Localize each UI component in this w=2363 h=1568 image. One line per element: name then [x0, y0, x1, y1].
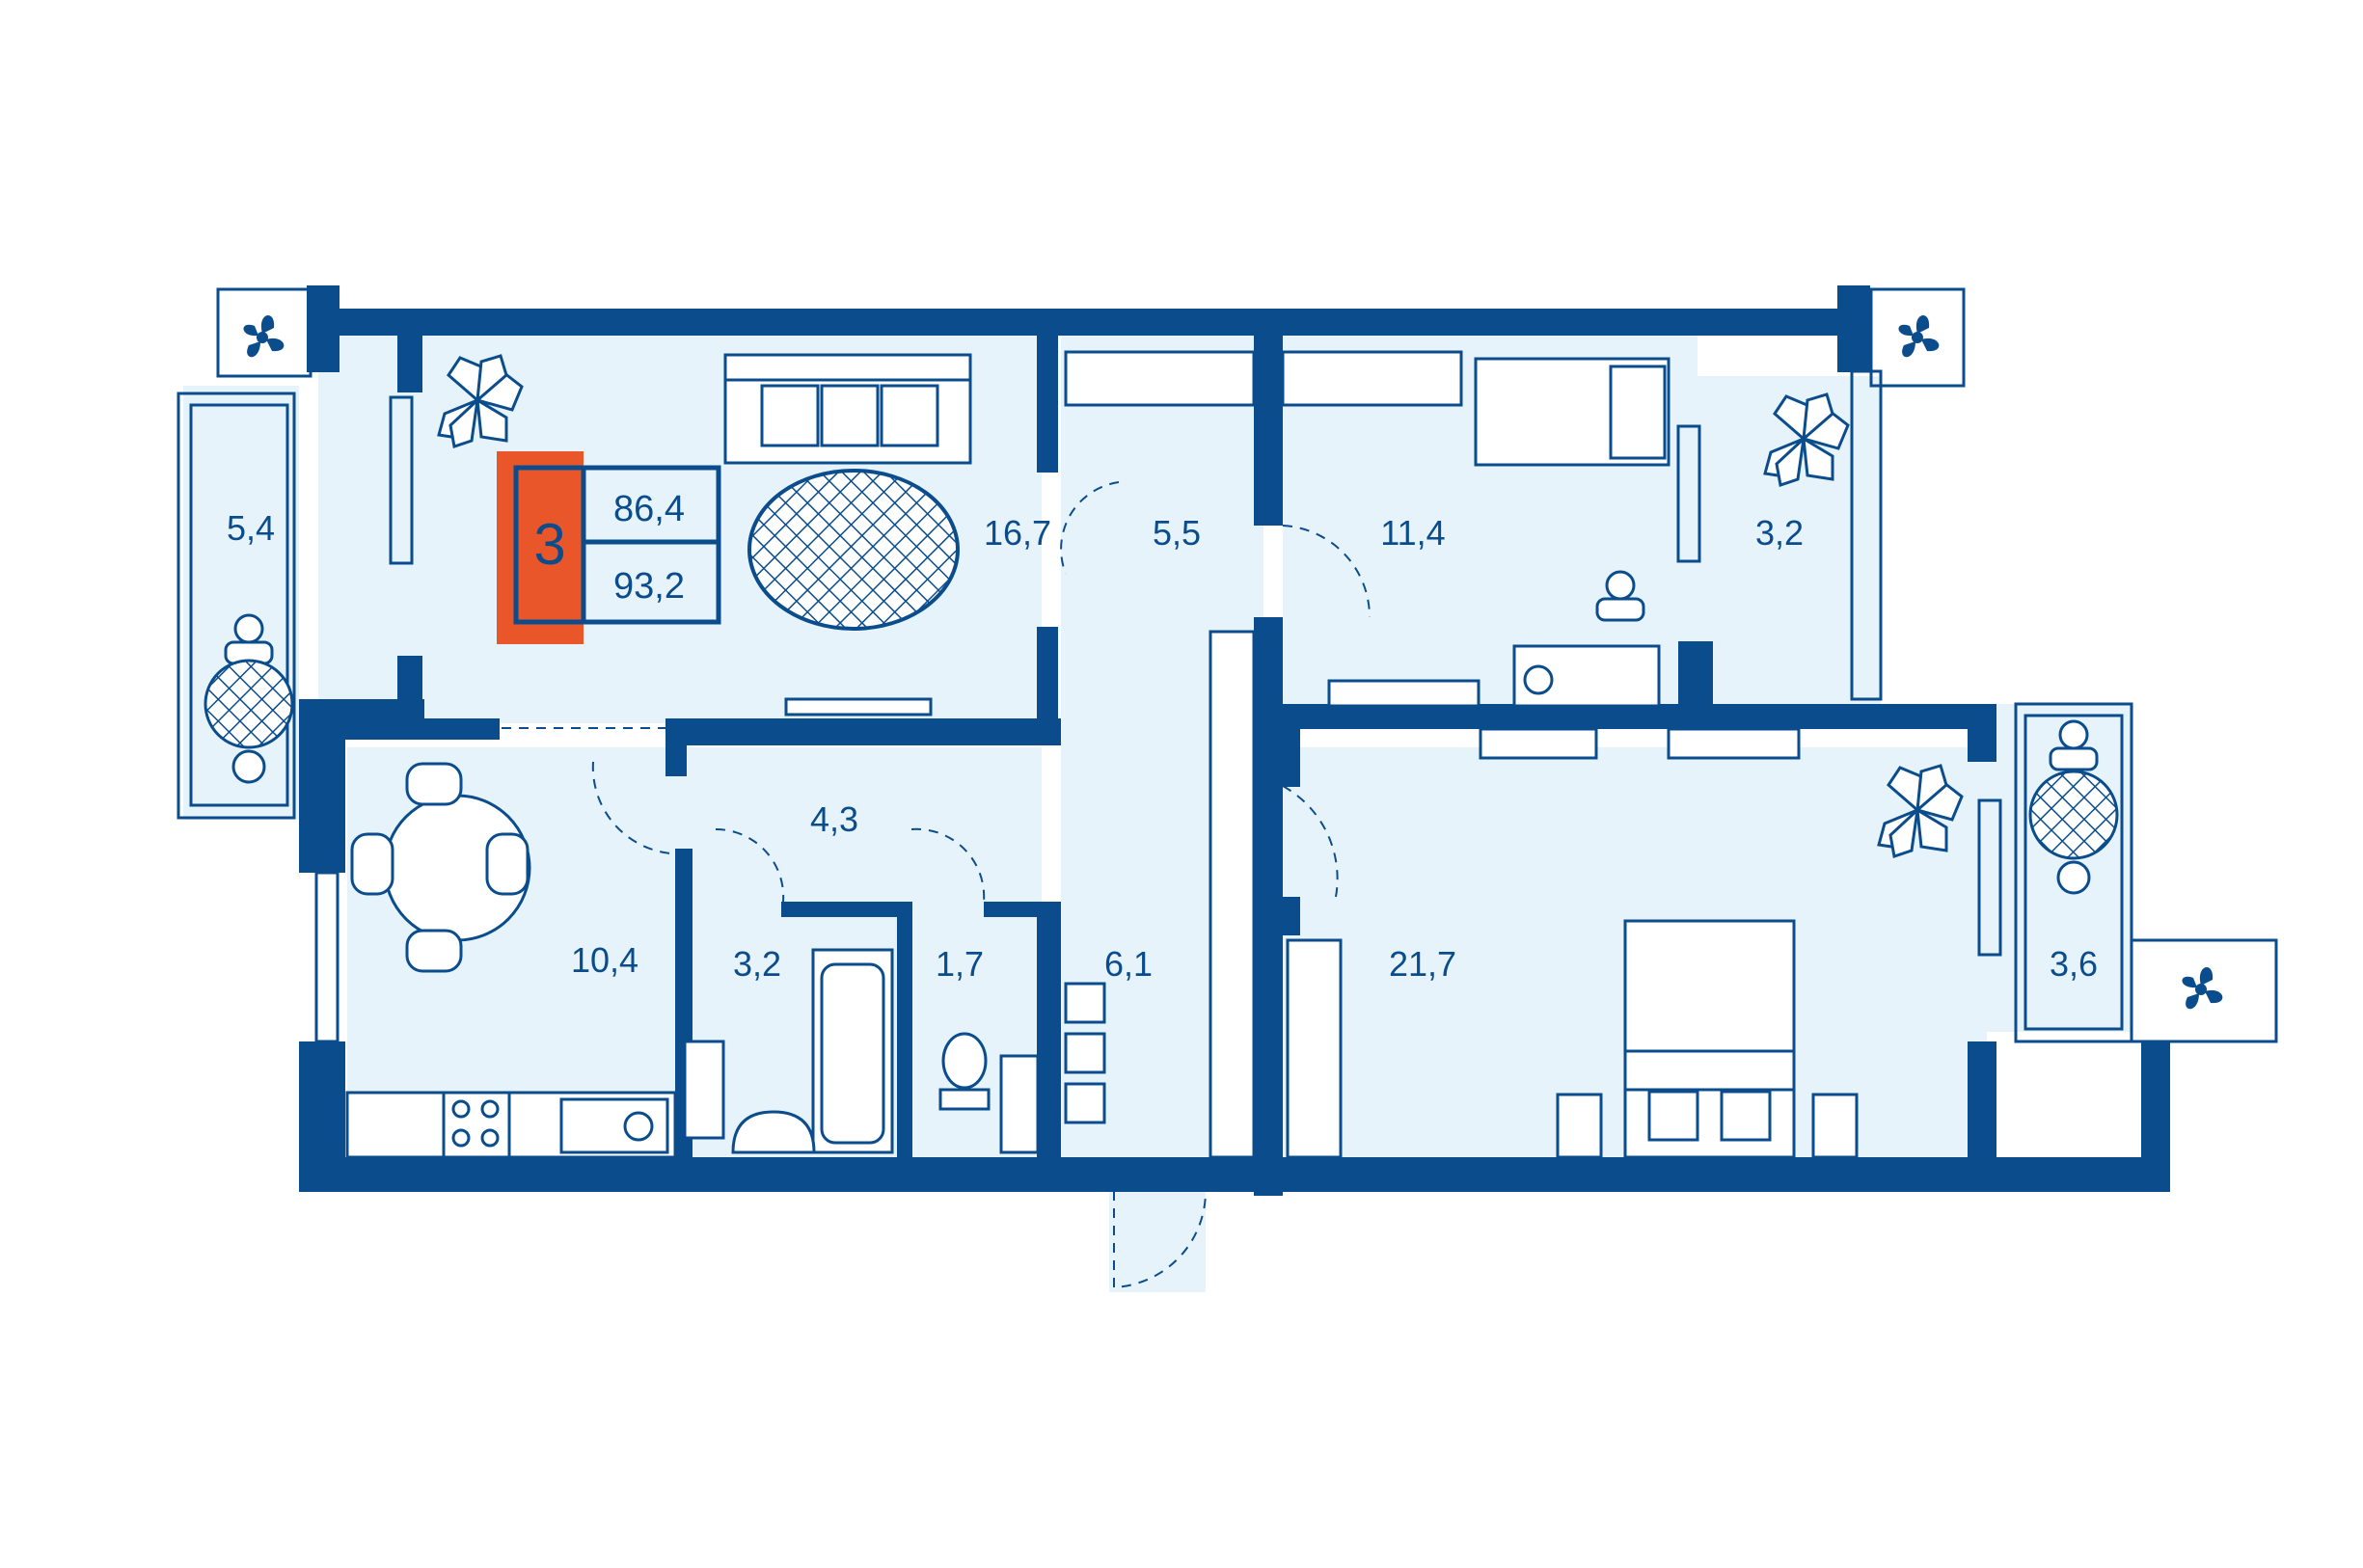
balcony-table-right	[2028, 719, 2119, 895]
nightstand-icon	[1811, 1093, 1859, 1159]
fan-icon	[2182, 967, 2223, 1010]
rooms-count-accent	[497, 451, 584, 644]
sofa-icon	[723, 353, 972, 465]
apartment-badge: 3 86,4 93,2	[497, 451, 721, 644]
area-label-toilet: 1,7	[936, 944, 984, 984]
doors	[502, 481, 1372, 1289]
area-label-balcony-right: 3,6	[2050, 944, 2098, 984]
room-labels: 5,4 16,7 5,5 11,4 3,2 10,4 4,3 3,2 1,7 6…	[227, 508, 2098, 984]
bathtub-icon	[811, 948, 894, 1154]
area-label-corridor: 4,3	[810, 799, 858, 839]
stove-icon	[442, 1091, 511, 1159]
cabinet-icon	[1064, 982, 1106, 1124]
shelf-icon	[999, 1054, 1040, 1154]
nightstand-icon	[1556, 1093, 1603, 1159]
walls	[299, 285, 2170, 1196]
table-icon	[204, 659, 294, 749]
tv-stand-icon	[784, 697, 933, 716]
desk-icon	[1512, 644, 1661, 708]
wardrobe-icon	[1281, 350, 1463, 407]
bed-icon	[1474, 357, 1670, 467]
area-label-bedroom-master: 21,7	[1389, 944, 1456, 984]
fan-icons	[216, 287, 2278, 1043]
table-icon	[2028, 770, 2119, 860]
area-label-hall-upper: 5,5	[1153, 513, 1201, 553]
wardrobe-icon	[1286, 938, 1343, 1159]
shelf-icon	[1327, 679, 1480, 708]
rooms-count: 3	[533, 512, 565, 577]
windows	[314, 395, 2002, 1043]
balcony-table-left	[204, 613, 294, 784]
area-label-bathroom: 3,2	[733, 944, 781, 984]
shelf-icon	[1479, 727, 1598, 760]
fan-icon-box-right	[2130, 938, 2278, 1043]
total-area-value: 93,2	[613, 566, 685, 607]
dining-set	[350, 762, 531, 973]
fan-icon-box-left	[216, 287, 312, 378]
bed-icon	[1623, 919, 1796, 1159]
shelf-icon	[1667, 727, 1801, 760]
area-label-balcony-left: 5,4	[227, 508, 275, 548]
wardrobe-icon	[1064, 350, 1256, 407]
area-label-hall-lower: 6,1	[1104, 944, 1153, 984]
living-area-value: 86,4	[613, 489, 685, 529]
fan-icon	[1898, 315, 1940, 358]
wardrobe-icon	[1209, 630, 1256, 1159]
area-label-kitchen: 10,4	[571, 940, 638, 980]
area-label-balcony-top-right: 3,2	[1755, 513, 1804, 553]
washing-machine-icon	[683, 1040, 725, 1140]
toilet-icon	[938, 1032, 991, 1111]
washbasin-icon	[731, 1110, 816, 1154]
area-label-bedroom-small: 11,4	[1380, 513, 1445, 553]
area-label-living-room: 16,7	[984, 513, 1051, 553]
sink-icon	[559, 1097, 669, 1154]
rug-icon	[747, 469, 960, 631]
fan-icon-box-top-right	[1869, 287, 1966, 388]
fan-icon	[243, 315, 285, 358]
